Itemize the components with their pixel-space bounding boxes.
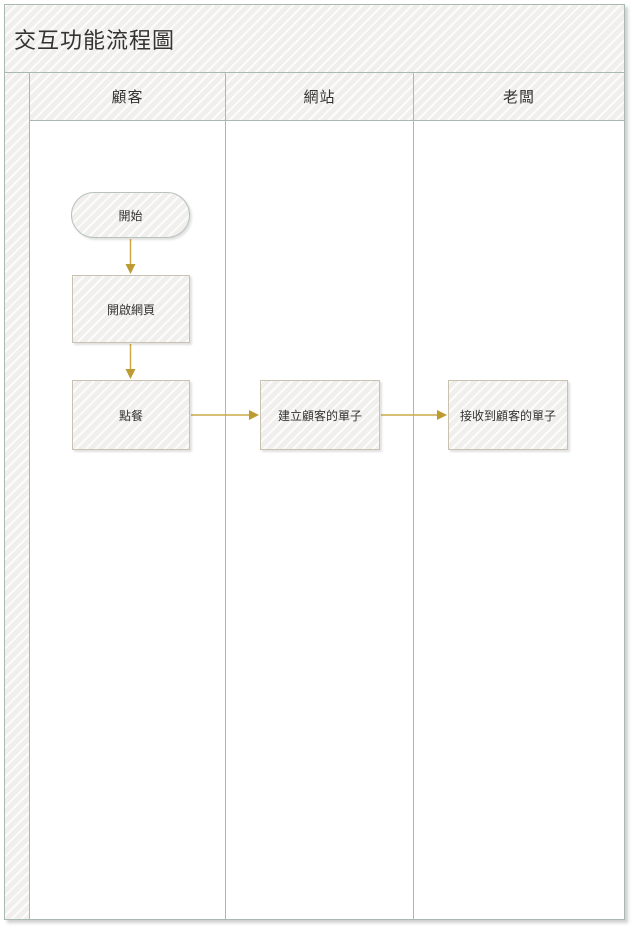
node-order-food: 點餐 (72, 380, 190, 450)
node-start: 開始 (71, 192, 190, 238)
lane-boss-body (414, 121, 624, 919)
lane-customer-body (30, 121, 225, 919)
node-open-webpage: 開啟網頁 (72, 275, 190, 343)
lane-website-header: 網站 (226, 73, 413, 121)
lane-customer-label: 顧客 (111, 89, 144, 106)
lane-website: 網站 (226, 73, 414, 919)
node-create-customer-order: 建立顧客的單子 (260, 380, 380, 450)
node-receive-customer-order: 接收到顧客的單子 (448, 380, 568, 450)
lane-website-label: 網站 (303, 89, 336, 106)
node-open-webpage-label: 開啟網頁 (106, 302, 155, 317)
lane-boss-label: 老闆 (502, 89, 535, 106)
node-create-customer-order-label: 建立顧客的單子 (277, 408, 362, 423)
node-receive-customer-order-label: 接收到顧客的單子 (459, 408, 556, 423)
lanes: 顧客 網站 老闆 (30, 73, 624, 919)
swimlane-pool: 交互功能流程圖 顧客 網站 老闆 (4, 4, 625, 920)
node-start-label: 開始 (118, 208, 143, 223)
lane-customer-header: 顧客 (30, 73, 225, 121)
lane-customer: 顧客 (30, 73, 226, 919)
lane-boss-header: 老闆 (414, 73, 624, 121)
pool-main: 顧客 網站 老闆 (5, 73, 624, 919)
lane-website-body (226, 121, 413, 919)
pool-title: 交互功能流程圖 (5, 5, 624, 73)
pool-left-strip (5, 73, 30, 919)
lane-boss: 老闆 (414, 73, 624, 919)
diagram-title: 交互功能流程圖 (14, 27, 176, 53)
node-order-food-label: 點餐 (118, 408, 143, 423)
